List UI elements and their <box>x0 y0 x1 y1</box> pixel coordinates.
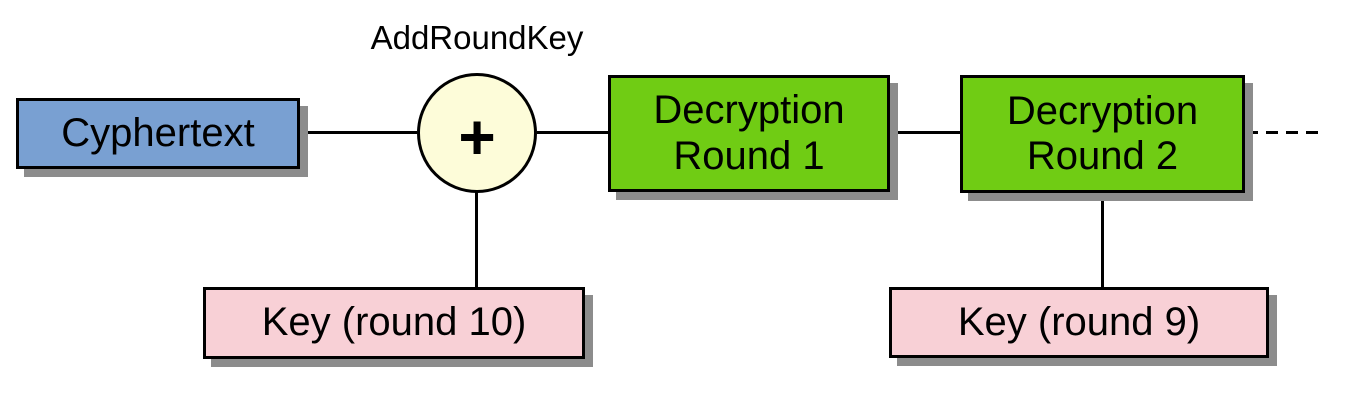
connector-xor-round1 <box>537 131 608 134</box>
decryption-round-2-label-line1: Decryption <box>1006 88 1199 133</box>
connector-xor-key10 <box>475 192 478 287</box>
key-round-9-box: Key (round 9) <box>889 287 1269 358</box>
decryption-round-1-label-line1: Decryption <box>653 88 845 133</box>
key-round-9-label: Key (round 9) <box>957 299 1201 344</box>
connector-round2-key9 <box>1101 192 1104 287</box>
addroundkey-label: AddRoundKey <box>370 19 584 56</box>
xor-node: + <box>417 73 537 193</box>
key-round-10-label: Key (round 10) <box>261 300 527 345</box>
decryption-round-2-label-line2: Round 2 <box>1026 134 1179 178</box>
cyphertext-label: Cyphertext <box>61 110 255 155</box>
key-round-10-box: Key (round 10) <box>203 287 585 359</box>
xor-plus-icon: + <box>458 101 496 173</box>
decryption-round-1-box: Decryption Round 1 <box>608 75 890 192</box>
connector-round1-round2 <box>890 131 960 134</box>
cyphertext-box: Cyphertext <box>16 98 300 169</box>
connector-cyphertext-xor <box>300 131 417 134</box>
decryption-round-2-box: Decryption Round 2 <box>960 75 1245 193</box>
connector-round2-continuation-dashed <box>1246 131 1320 134</box>
decryption-round-1-label-line2: Round 1 <box>673 133 825 178</box>
